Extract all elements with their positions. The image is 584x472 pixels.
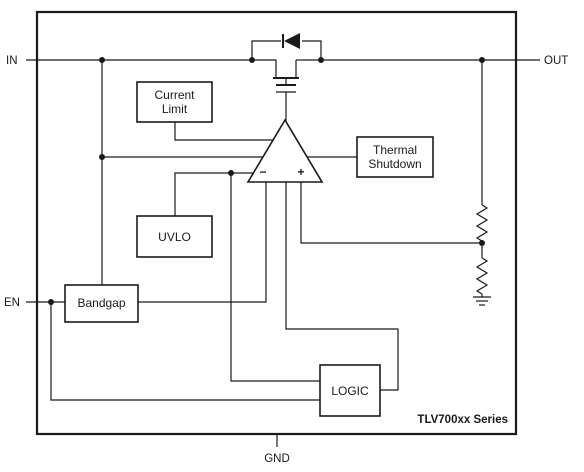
current-limit-line-1: Current xyxy=(154,88,195,102)
amp-minus-sign: − xyxy=(259,165,266,179)
current-limit-block: Current Limit xyxy=(136,81,213,123)
error-amplifier: − + xyxy=(246,118,324,183)
junction-dots xyxy=(48,57,485,305)
body-diode xyxy=(282,33,300,49)
ground-symbol xyxy=(473,296,491,306)
current-limit-line-2: Limit xyxy=(162,102,188,116)
pin-in-label: IN xyxy=(6,55,18,67)
thermal-shutdown-line-1: Thermal xyxy=(373,143,417,157)
amp-plus-sign: + xyxy=(297,165,304,179)
uvlo-block: UVLO xyxy=(136,215,213,258)
pin-en-label: EN xyxy=(4,297,20,309)
pin-gnd-label: GND xyxy=(264,453,290,465)
logic-block: LOGIC xyxy=(319,364,381,417)
thermal-shutdown-line-2: Shutdown xyxy=(368,157,421,171)
pass-transistor xyxy=(273,77,299,93)
uvlo-label: UVLO xyxy=(158,230,191,244)
bandgap-block: Bandgap xyxy=(64,284,139,323)
wires xyxy=(26,40,540,447)
thermal-shutdown-block: Thermal Shutdown xyxy=(356,136,434,178)
bandgap-label: Bandgap xyxy=(77,296,125,310)
series-label: TLV700xx Series xyxy=(417,414,508,426)
pin-out-label: OUT xyxy=(544,55,568,67)
logic-label: LOGIC xyxy=(331,384,369,398)
